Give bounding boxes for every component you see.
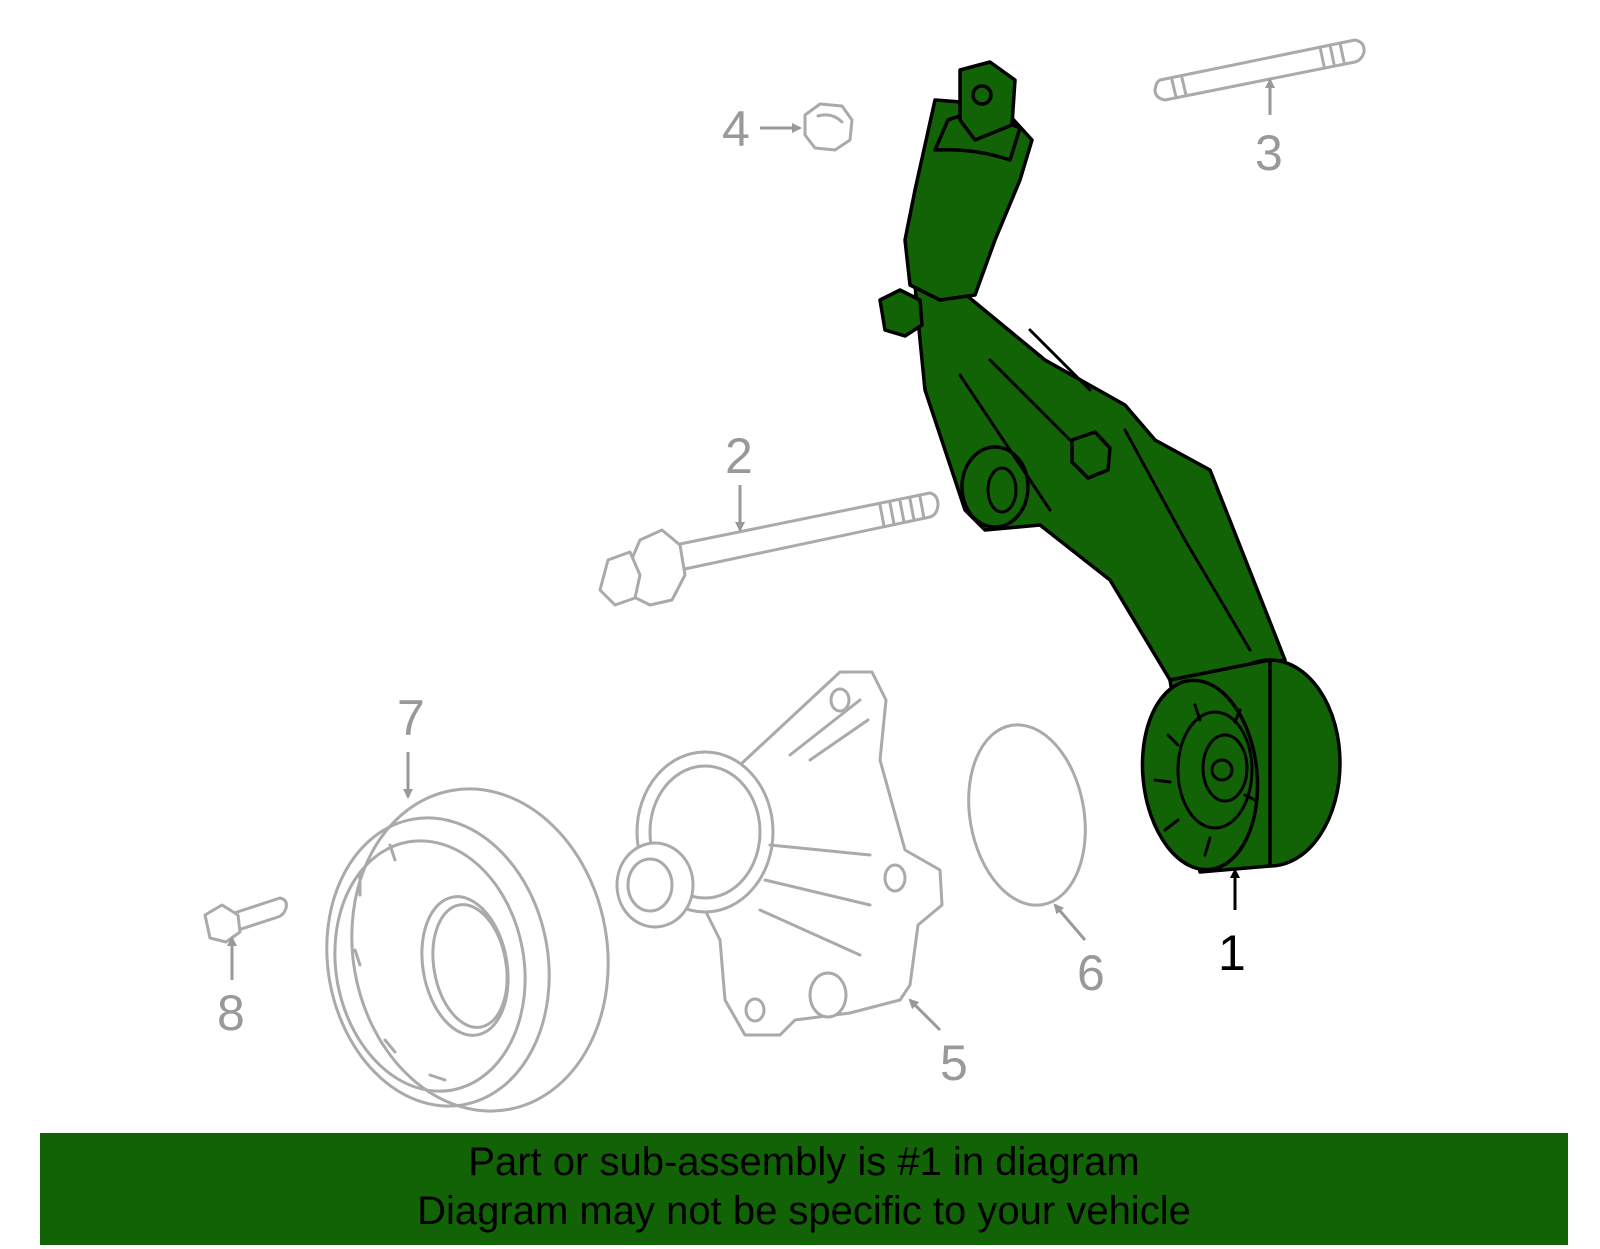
banner-line-2: Diagram may not be specific to your vehi… xyxy=(417,1189,1191,1233)
part-7-pulley[interactable] xyxy=(304,768,633,1131)
part-6-gasket[interactable] xyxy=(955,715,1099,914)
callout-arrows xyxy=(227,78,1275,1032)
callout-6[interactable]: 6 xyxy=(1077,945,1105,1001)
callout-7[interactable]: 7 xyxy=(397,690,425,746)
callout-8[interactable]: 8 xyxy=(217,985,245,1041)
part-4-nut[interactable] xyxy=(803,102,854,152)
part-3-stud[interactable] xyxy=(1153,38,1366,102)
callout-4[interactable]: 4 xyxy=(722,101,750,157)
banner-line-1: Part or sub-assembly is #1 in diagram xyxy=(468,1140,1140,1184)
callout-2[interactable]: 2 xyxy=(725,428,753,484)
disclaimer-banner: Part or sub-assembly is #1 in diagram Di… xyxy=(40,1133,1568,1245)
callout-5[interactable]: 5 xyxy=(940,1035,968,1091)
callout-1[interactable]: 1 xyxy=(1218,925,1246,981)
part-5-water-pump[interactable] xyxy=(615,670,944,1037)
part-8-bolt[interactable] xyxy=(203,896,288,944)
callout-3[interactable]: 3 xyxy=(1255,125,1283,181)
part-1-tensioner[interactable] xyxy=(878,60,1342,875)
part-2-bolt[interactable] xyxy=(598,491,940,607)
